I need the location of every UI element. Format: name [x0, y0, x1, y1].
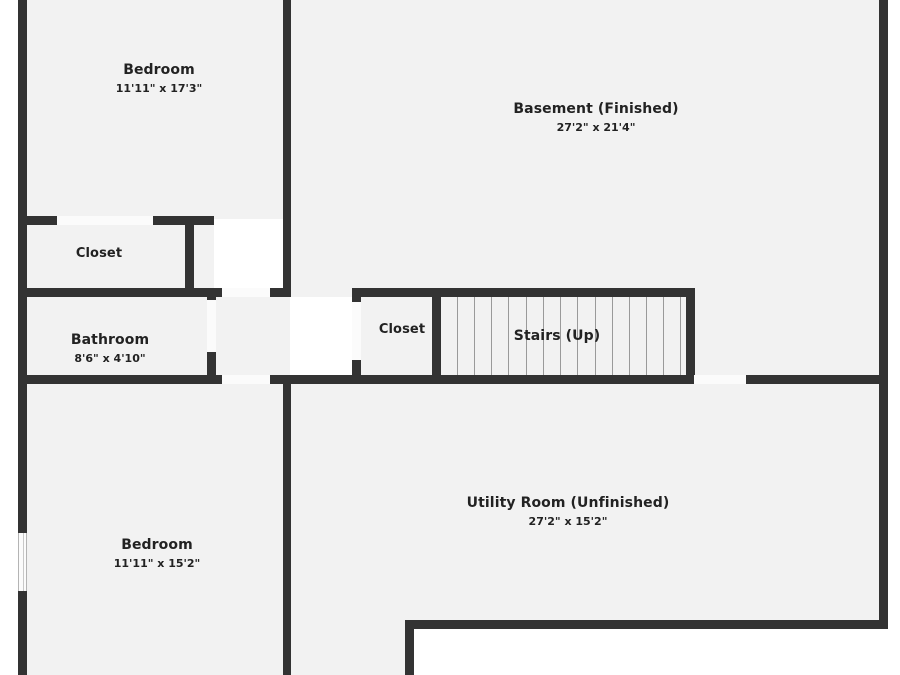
wall-utility-stepdown — [405, 620, 414, 675]
floor-fill-right-strip — [686, 288, 888, 384]
floor-fill-bathroom — [18, 288, 216, 384]
wall-utility-top-left — [283, 375, 694, 384]
door-opening-center-closet — [352, 302, 361, 360]
wall-bathroom-top — [18, 288, 216, 297]
stairs-treads — [440, 297, 686, 377]
door-opening-utility — [694, 375, 746, 384]
floor-fill-utility-lower-left — [283, 620, 405, 675]
floor-fill-center-closet — [352, 288, 444, 384]
floor-fill-hall — [207, 288, 290, 384]
wall-center-closet-top — [352, 288, 694, 297]
wall-bathroom-bottom — [18, 375, 216, 384]
door-opening-hall-lower — [222, 375, 270, 384]
door-opening-bathroom — [207, 300, 216, 352]
wall-bedroom-basement-divider — [283, 0, 291, 297]
wall-exterior-left-upper — [18, 0, 27, 533]
floor-fill-basement — [283, 0, 888, 297]
wall-upper-closet-right — [185, 216, 194, 296]
wall-exterior-right — [879, 0, 888, 628]
wall-exterior-left-lower — [18, 591, 27, 675]
window-left-bedroom — [18, 533, 27, 591]
floor-fill-lower-bedroom — [18, 378, 290, 675]
floor-fill-utility — [283, 378, 888, 628]
wall-exterior-bottom-right — [405, 620, 888, 629]
door-opening-upper-closet — [57, 216, 153, 225]
wall-lower-bedroom-utility-divider — [283, 375, 291, 675]
wall-center-closet-right — [432, 288, 441, 384]
floor-fill-upper-closet — [18, 219, 214, 288]
door-opening-upper-bedroom — [222, 288, 270, 297]
wall-stairs-right — [686, 288, 695, 384]
wall-utility-top-right — [746, 375, 888, 384]
floor-fill-upper-bedroom — [18, 0, 290, 219]
